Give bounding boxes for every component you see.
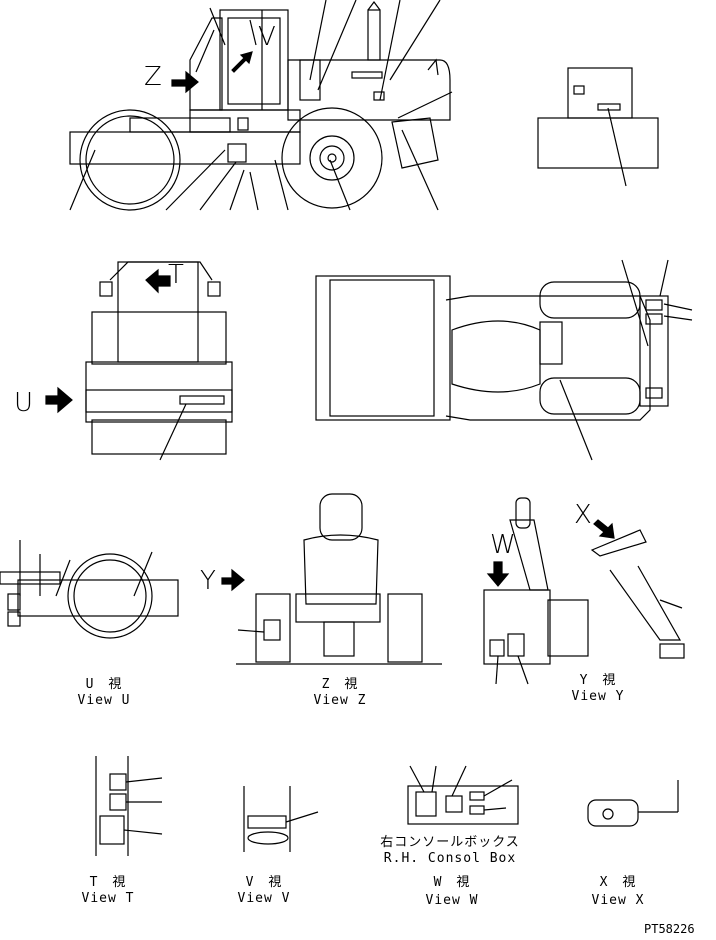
view-u-caption-en: View U bbox=[77, 693, 131, 708]
view-z-caption-jp: Z 視 bbox=[321, 677, 359, 692]
view-z-caption-en: View Z bbox=[313, 693, 367, 708]
view-u-arrow bbox=[45, 386, 73, 414]
view-u-drawing bbox=[0, 540, 179, 639]
view-w-caption-en: View W bbox=[425, 893, 479, 908]
view-w-arrow bbox=[486, 561, 510, 587]
view-x-caption-en: View X bbox=[591, 893, 645, 908]
view-y-letter: Y bbox=[200, 566, 216, 596]
view-t-drawing bbox=[95, 756, 163, 856]
view-x-letter: X bbox=[574, 500, 592, 530]
view-u-letter: U bbox=[14, 388, 34, 418]
drawing-number: PT58226 bbox=[644, 922, 695, 936]
view-y-drawing bbox=[483, 497, 685, 685]
roller-side-view bbox=[69, 0, 453, 211]
view-v-arrow bbox=[231, 51, 253, 73]
view-y-caption-en: View Y bbox=[571, 689, 625, 704]
view-x-caption-jp: X 視 bbox=[599, 875, 637, 890]
view-t-caption-jp: T 視 bbox=[89, 875, 127, 890]
console-caption-jp: 右コンソールボックス bbox=[380, 835, 520, 850]
view-w-letter: W bbox=[490, 530, 516, 560]
view-v-drawing bbox=[243, 786, 319, 852]
view-z-letter: Z bbox=[144, 62, 162, 92]
roller-front-view bbox=[45, 261, 233, 461]
view-x-drawing bbox=[587, 780, 679, 827]
view-t-caption-en: View T bbox=[81, 891, 135, 906]
view-z-drawing bbox=[221, 493, 442, 665]
view-w-drawing bbox=[407, 765, 519, 825]
console-detail bbox=[537, 67, 659, 187]
view-v-caption-jp: V 視 bbox=[245, 875, 283, 890]
view-v-letter: V bbox=[258, 22, 276, 52]
roller-top-view bbox=[315, 259, 693, 461]
view-w-caption-jp: W 視 bbox=[433, 875, 471, 890]
view-y-arrow bbox=[221, 568, 245, 592]
view-u-caption-jp: U 視 bbox=[85, 677, 123, 692]
console-caption-en: R.H. Consol Box bbox=[383, 851, 517, 866]
view-v-caption-en: View V bbox=[237, 891, 291, 906]
view-t-letter: T bbox=[168, 260, 184, 290]
view-t-arrow bbox=[145, 268, 171, 294]
view-x-arrow bbox=[593, 519, 615, 539]
view-z-arrow bbox=[171, 70, 199, 94]
view-y-caption-jp: Y 視 bbox=[579, 673, 617, 688]
